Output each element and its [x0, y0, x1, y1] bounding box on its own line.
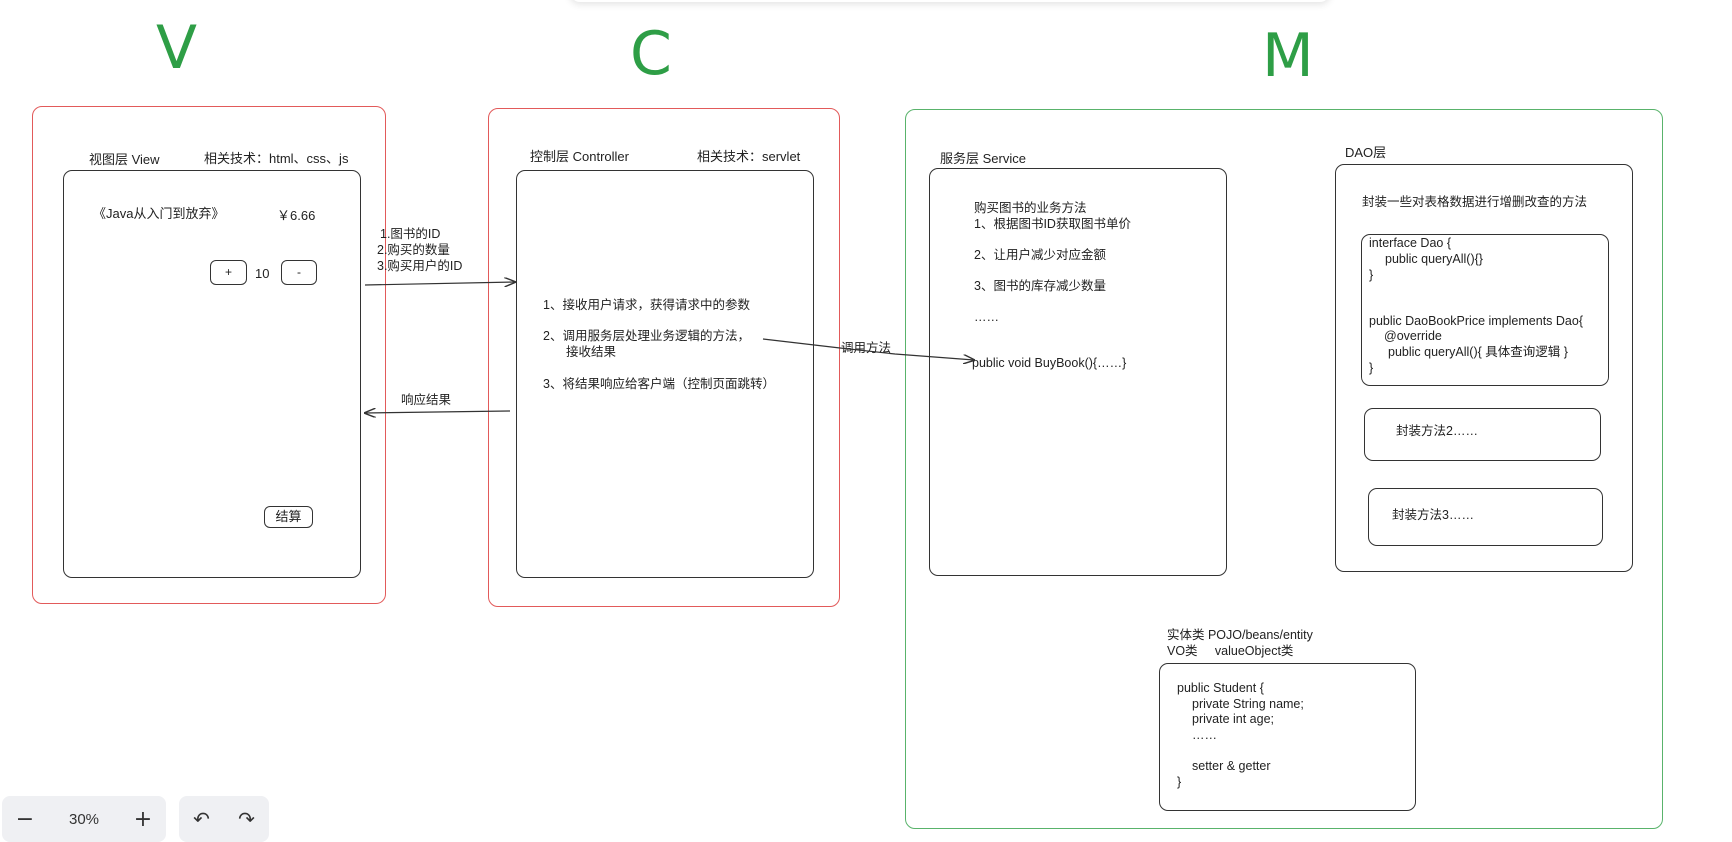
- dao-code-box: [1361, 234, 1609, 386]
- letter-c: C: [630, 19, 672, 89]
- dao-method2-label: 封装方法2……: [1396, 424, 1478, 438]
- request-param-1: 1.图书的ID: [380, 227, 441, 241]
- request-arrow: [364, 282, 515, 285]
- dao-code-line: }: [1369, 361, 1374, 375]
- dao-title: DAO层: [1345, 145, 1387, 160]
- entity-label-2: VO类 valueObject类: [1167, 644, 1294, 658]
- service-line-4: 3、图书的库存减少数量: [974, 279, 1106, 293]
- zoom-level: 30%: [68, 810, 100, 828]
- entity-code-line: ……: [1192, 728, 1217, 742]
- response-arrow: [365, 411, 511, 413]
- service-method: public void BuyBook(){……}: [972, 356, 1127, 370]
- controller-step-2: 2、调用服务层处理业务逻辑的方法，: [543, 329, 750, 343]
- service-line-5: ……: [974, 310, 999, 324]
- undo-button[interactable]: ↶: [193, 807, 210, 831]
- dao-code-line: public queryAll(){}: [1385, 252, 1483, 266]
- book-price: ￥6.66: [277, 208, 316, 223]
- service-line-2: 1、根据图书ID获取图书单价: [974, 217, 1131, 231]
- controller-tech: 相关技术：servlet: [697, 149, 801, 164]
- decrease-button[interactable]: -: [281, 260, 317, 285]
- view-frame: [32, 106, 386, 604]
- view-title: 视图层 View: [89, 152, 160, 167]
- letter-v: V: [156, 13, 198, 83]
- view-tech: 相关技术：html、css、js: [204, 151, 349, 166]
- request-param-2: 2.购买的数量: [377, 243, 450, 257]
- increase-button[interactable]: +: [210, 260, 247, 285]
- checkout-button[interactable]: 结算: [264, 506, 313, 528]
- model-frame: [905, 109, 1663, 829]
- top-panel-edge: [570, 0, 1330, 2]
- controller-step-1: 1、接收用户请求，获得请求中的参数: [543, 298, 750, 312]
- response-label: 响应结果: [401, 393, 452, 407]
- dao-method2-box: [1364, 408, 1601, 461]
- zoom-toolbar: − 30% +: [2, 796, 166, 842]
- controller-step-2b: 接收结果: [566, 345, 617, 359]
- service-line-3: 2、让用户减少对应金额: [974, 248, 1106, 262]
- entity-code-line: }: [1177, 775, 1182, 789]
- call-method-label: 调用方法: [841, 341, 892, 355]
- dao-code-line: public queryAll(){ 具体查询逻辑 }: [1388, 345, 1568, 359]
- controller-box: [516, 170, 814, 578]
- dao-description: 封装一些对表格数据进行增删改查的方法: [1362, 195, 1588, 209]
- letter-m: M: [1262, 21, 1314, 91]
- controller-step-3: 3、将结果响应给客户端（控制页面跳转）: [543, 377, 775, 391]
- entity-code-line: private String name;: [1192, 697, 1304, 711]
- redo-button[interactable]: ↷: [238, 807, 255, 831]
- book-name: 《Java从入门到放弃》: [93, 206, 225, 221]
- entity-code-box: [1159, 663, 1416, 811]
- zoom-out-button[interactable]: −: [15, 806, 35, 832]
- service-line-1: 购买图书的业务方法: [974, 201, 1087, 215]
- quantity-value: 10: [255, 266, 270, 281]
- history-toolbar: ↶ ↷: [179, 796, 269, 842]
- entity-label-1: 实体类 POJO/beans/entity: [1167, 628, 1313, 642]
- controller-frame: [488, 108, 840, 607]
- request-param-3: 3.购买用户的ID: [377, 259, 463, 273]
- service-box: [929, 168, 1227, 576]
- entity-code-line: public Student {: [1177, 681, 1264, 695]
- service-title: 服务层 Service: [940, 151, 1026, 166]
- zoom-in-button[interactable]: +: [133, 806, 153, 832]
- dao-code-line: interface Dao {: [1369, 236, 1451, 250]
- entity-code-line: setter & getter: [1192, 759, 1271, 773]
- dao-code-line: }: [1369, 268, 1374, 282]
- dao-code-line: public DaoBookPrice implements Dao{: [1369, 314, 1583, 328]
- dao-code-line: @override: [1384, 329, 1442, 343]
- dao-method3-box: [1368, 488, 1603, 546]
- dao-method3-label: 封装方法3……: [1392, 508, 1474, 522]
- controller-title: 控制层 Controller: [530, 149, 629, 164]
- entity-code-line: private int age;: [1192, 712, 1274, 726]
- call-method-arrow: [762, 338, 974, 360]
